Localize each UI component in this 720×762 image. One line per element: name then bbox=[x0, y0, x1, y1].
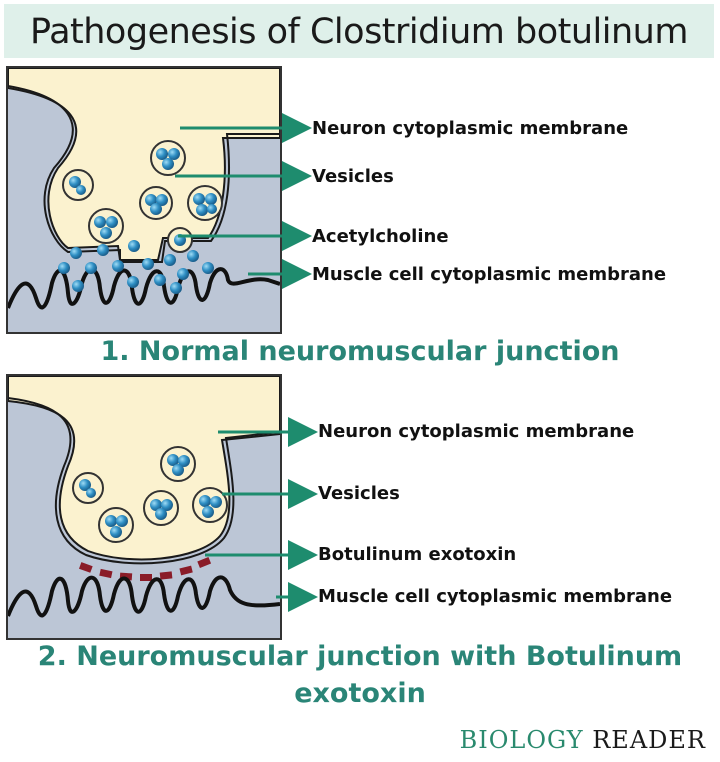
label-acetylcholine: Acetylcholine bbox=[312, 226, 449, 247]
vesicle bbox=[88, 208, 124, 244]
vesicle-group bbox=[62, 140, 223, 253]
vesicle bbox=[139, 186, 173, 220]
vesicle bbox=[160, 446, 196, 482]
acetylcholine-molecules bbox=[58, 240, 214, 294]
vesicle bbox=[72, 472, 104, 504]
label-vesicles-1: Vesicles bbox=[312, 166, 394, 187]
muscle-membrane bbox=[8, 575, 280, 618]
vesicle bbox=[98, 507, 134, 543]
vesicle bbox=[167, 227, 193, 253]
brand-part2: READER bbox=[592, 726, 706, 754]
brand-part1: BIOLOGY bbox=[459, 726, 584, 754]
botulinum-junction-illustration bbox=[8, 376, 280, 618]
vesicle bbox=[143, 490, 179, 526]
normal-junction-illustration bbox=[8, 68, 280, 310]
label-neuron-membrane-2: Neuron cytoplasmic membrane bbox=[318, 421, 635, 442]
muscle-membrane bbox=[8, 267, 280, 310]
vesicle bbox=[192, 487, 228, 523]
label-muscle-membrane-1: Muscle cell cytoplasmic membrane bbox=[312, 264, 667, 285]
vesicle bbox=[150, 140, 186, 176]
page-title: Pathogenesis of Clostridium botulinum bbox=[30, 12, 688, 52]
caption-normal-junction: 1. Normal neuromuscular junction bbox=[100, 336, 620, 367]
label-muscle-membrane-2: Muscle cell cytoplasmic membrane bbox=[318, 586, 673, 607]
label-botulinum-exotoxin: Botulinum exotoxin bbox=[318, 544, 517, 565]
caption-botulinum-junction-line1: 2. Neuromuscular junction with Botulinum bbox=[37, 641, 683, 672]
vesicle-group bbox=[72, 446, 228, 543]
title-bar: Pathogenesis of Clostridium botulinum bbox=[4, 4, 714, 58]
normal-junction-panel bbox=[6, 66, 282, 334]
vesicle bbox=[187, 185, 223, 221]
vesicle bbox=[62, 169, 94, 201]
botulinum-exotoxin-blocks bbox=[78, 556, 212, 581]
label-vesicles-2: Vesicles bbox=[318, 483, 400, 504]
caption-botulinum-junction-line2: exotoxin bbox=[294, 678, 426, 709]
brand-logo: BIOLOGY READER bbox=[460, 726, 706, 754]
botulinum-junction-panel bbox=[6, 374, 282, 640]
label-neuron-membrane-1: Neuron cytoplasmic membrane bbox=[312, 118, 629, 139]
